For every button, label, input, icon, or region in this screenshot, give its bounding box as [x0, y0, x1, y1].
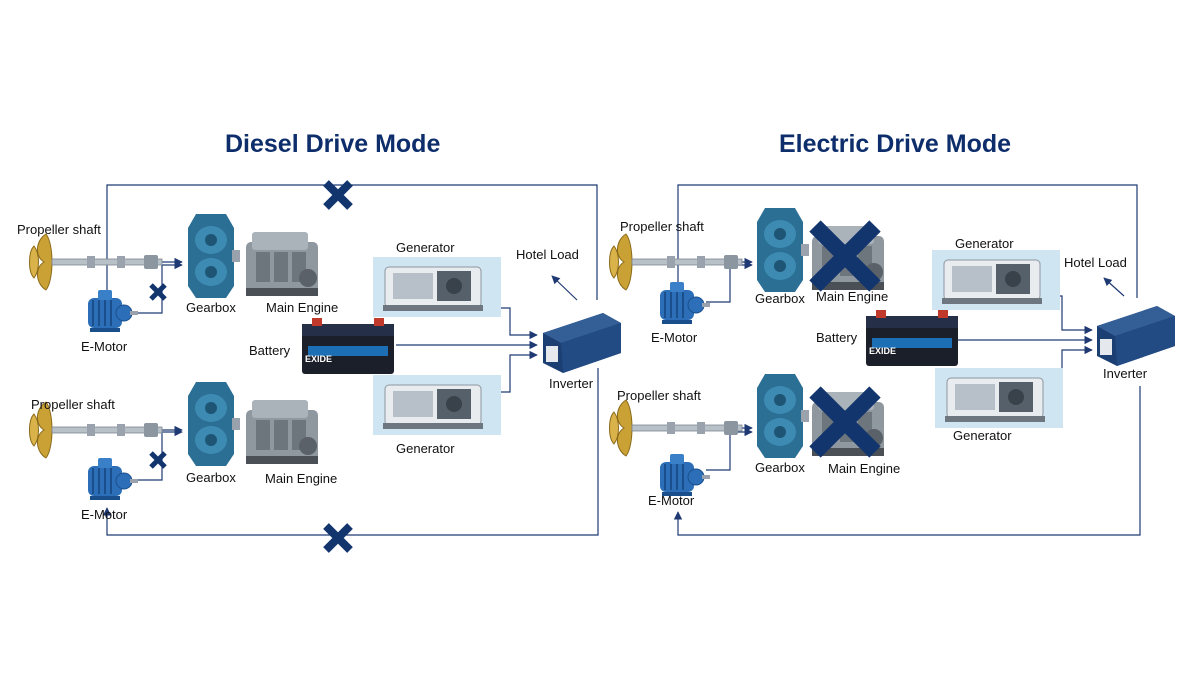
generator-icon — [931, 249, 1061, 311]
inverter-icon — [1097, 306, 1175, 366]
main-engine-label: Main Engine — [816, 289, 889, 304]
propeller-shaft-label: Propeller shaft — [617, 388, 701, 403]
e-motor-icon — [659, 453, 711, 497]
gearbox-icon — [188, 214, 240, 298]
gearbox-label: Gearbox — [755, 460, 805, 475]
gearbox-label: Gearbox — [186, 300, 236, 315]
gearbox-icon — [757, 374, 809, 458]
gearbox-icon — [757, 208, 809, 292]
propeller-shaft-icon — [609, 233, 743, 291]
main-engine-icon — [246, 232, 318, 296]
e-motor-label: E-Motor — [81, 507, 128, 522]
disabled-cross-icon — [326, 526, 350, 550]
inverter-icon — [543, 313, 621, 373]
propeller-shaft-icon — [609, 399, 743, 457]
battery-brand: EXIDE — [869, 346, 896, 356]
main-engine-icon — [246, 400, 318, 464]
disabled-cross-icon — [151, 453, 165, 467]
e-motor-label: E-Motor — [651, 330, 698, 345]
generator-label: Generator — [396, 441, 455, 456]
generator-label: Generator — [955, 236, 1014, 251]
e-motor-icon — [87, 457, 139, 501]
propeller-shaft-label: Propeller shaft — [17, 222, 101, 237]
generator-icon — [934, 367, 1064, 429]
electric-panel: EXIDE — [609, 184, 1175, 536]
battery-brand: EXIDE — [305, 354, 332, 364]
gearbox-icon — [188, 382, 240, 466]
hotel-load-label: Hotel Load — [1064, 255, 1127, 270]
main-engine-label: Main Engine — [265, 471, 338, 486]
diesel-title: Diesel Drive Mode — [225, 130, 441, 158]
inverter-label: Inverter — [549, 376, 594, 391]
gearbox-label: Gearbox — [755, 291, 805, 306]
e-motor-label: E-Motor — [648, 493, 695, 508]
battery-icon — [302, 318, 394, 374]
battery-label: Battery — [816, 330, 858, 345]
generator-icon — [372, 374, 502, 436]
battery-label: Battery — [249, 343, 291, 358]
generator-icon — [372, 256, 502, 318]
generator-label: Generator — [396, 240, 455, 255]
e-motor-label: E-Motor — [81, 339, 128, 354]
battery-icon — [866, 310, 958, 366]
propeller-shaft-icon — [29, 233, 163, 291]
hotel-load-label: Hotel Load — [516, 247, 579, 262]
disabled-cross-icon — [326, 183, 350, 207]
propeller-shaft-label: Propeller shaft — [31, 397, 115, 412]
propeller-shaft-label: Propeller shaft — [620, 219, 704, 234]
main-engine-label: Main Engine — [266, 300, 339, 315]
inverter-label: Inverter — [1103, 366, 1148, 381]
e-motor-icon — [87, 289, 139, 333]
e-motor-icon — [659, 281, 711, 325]
generator-label: Generator — [953, 428, 1012, 443]
electric-title: Electric Drive Mode — [779, 130, 1012, 158]
diesel-panel: EXIDE — [29, 183, 621, 550]
gearbox-label: Gearbox — [186, 470, 236, 485]
disabled-cross-icon — [151, 285, 165, 299]
main-engine-label: Main Engine — [828, 461, 901, 476]
